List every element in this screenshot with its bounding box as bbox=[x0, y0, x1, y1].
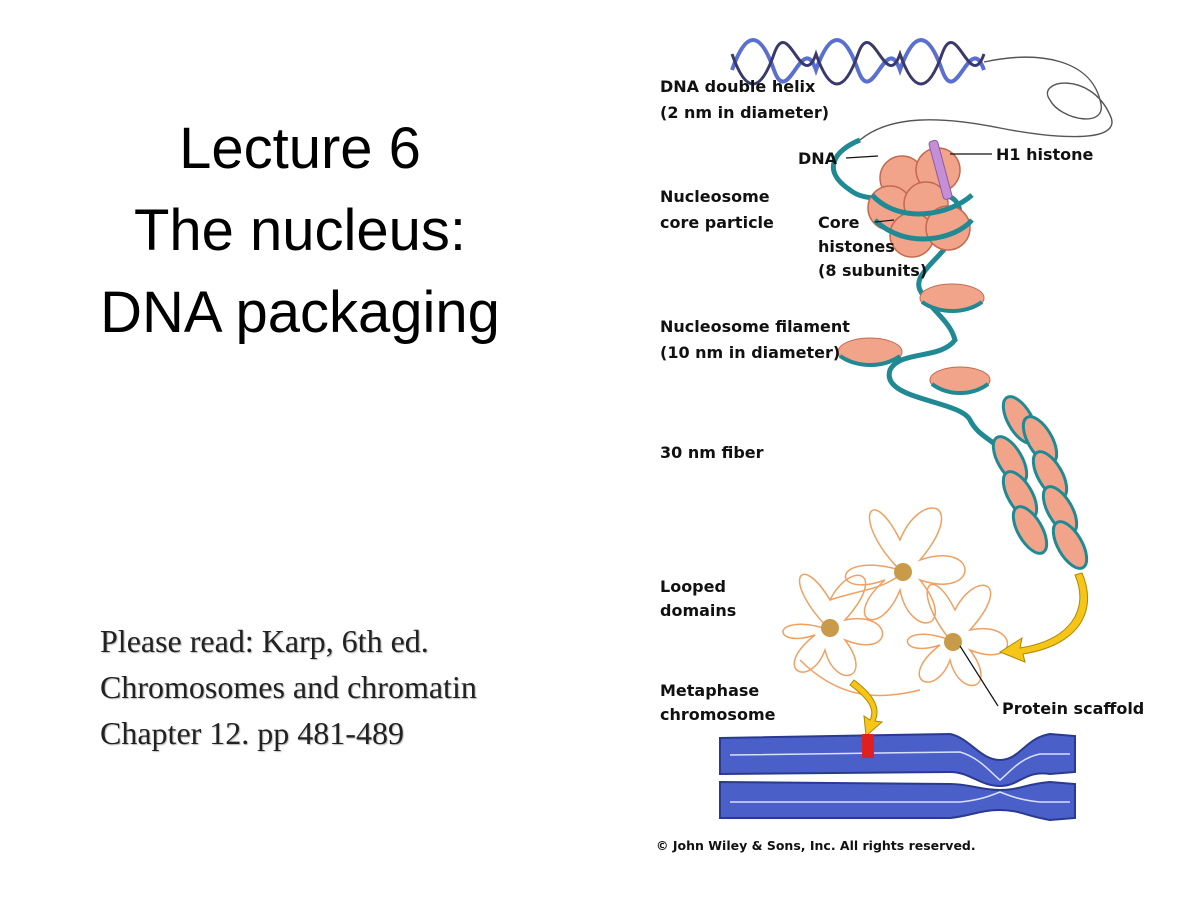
leader-dna bbox=[845, 155, 879, 159]
label-helix-2: (2 nm in diameter) bbox=[660, 103, 829, 122]
label-looped-1: Looped bbox=[660, 577, 726, 596]
reading-assignment: Please read: Karp, 6th ed. Chromosomes a… bbox=[100, 618, 477, 756]
scaffold-core-2 bbox=[821, 619, 839, 637]
label-core-1: Core bbox=[818, 213, 860, 232]
label-nucleosome-2: core particle bbox=[660, 213, 774, 232]
slide-title: Lecture 6 The nucleus: DNA packaging bbox=[40, 108, 560, 354]
copyright-notice: © John Wiley & Sons, Inc. All rights res… bbox=[656, 838, 976, 853]
leader-scaffold bbox=[959, 645, 999, 707]
nucleosome-core-particle bbox=[867, 139, 974, 258]
leader-core bbox=[874, 219, 895, 223]
arrow-to-chromosome bbox=[849, 679, 884, 738]
chromosome-band bbox=[862, 734, 874, 758]
looped-domains bbox=[782, 507, 1009, 697]
label-scaffold: Protein scaffold bbox=[1002, 699, 1144, 718]
thirty-nm-fiber bbox=[991, 395, 1089, 570]
nucleosome-filament bbox=[837, 283, 991, 395]
label-fiber: 30 nm fiber bbox=[660, 443, 764, 462]
dna-double-helix bbox=[730, 38, 986, 86]
scaffold-core-3 bbox=[944, 633, 962, 651]
scaffold-core-1 bbox=[894, 563, 912, 581]
title-line-3: DNA packaging bbox=[100, 280, 500, 345]
label-metaphase-2: chromosome bbox=[660, 705, 776, 724]
reading-line-2: Chromosomes and chromatin bbox=[100, 669, 477, 705]
label-helix-1: DNA double helix bbox=[660, 77, 816, 96]
label-dna: DNA bbox=[798, 149, 838, 168]
label-core-2: histones bbox=[818, 237, 895, 256]
arrow-to-loops bbox=[998, 572, 1089, 663]
label-filament-1: Nucleosome filament bbox=[660, 317, 850, 336]
metaphase-chromosome bbox=[719, 732, 1076, 822]
label-core-3: (8 subunits) bbox=[818, 261, 927, 280]
dna-strand-thin bbox=[859, 56, 1113, 141]
title-line-1: Lecture 6 bbox=[179, 116, 421, 181]
dna-packaging-diagram: DNA double helix (2 nm in diameter) DNA … bbox=[656, 38, 1144, 853]
label-nucleosome-1: Nucleosome bbox=[660, 187, 770, 206]
label-h1: H1 histone bbox=[996, 145, 1094, 164]
title-line-2: The nucleus: bbox=[133, 198, 467, 263]
reading-line-3: Chapter 12. pp 481-489 bbox=[100, 715, 404, 751]
label-looped-2: domains bbox=[660, 601, 736, 620]
reading-line-1: Please read: Karp, 6th ed. bbox=[100, 623, 429, 659]
label-metaphase-1: Metaphase bbox=[660, 681, 759, 700]
label-filament-2: (10 nm in diameter) bbox=[660, 343, 840, 362]
